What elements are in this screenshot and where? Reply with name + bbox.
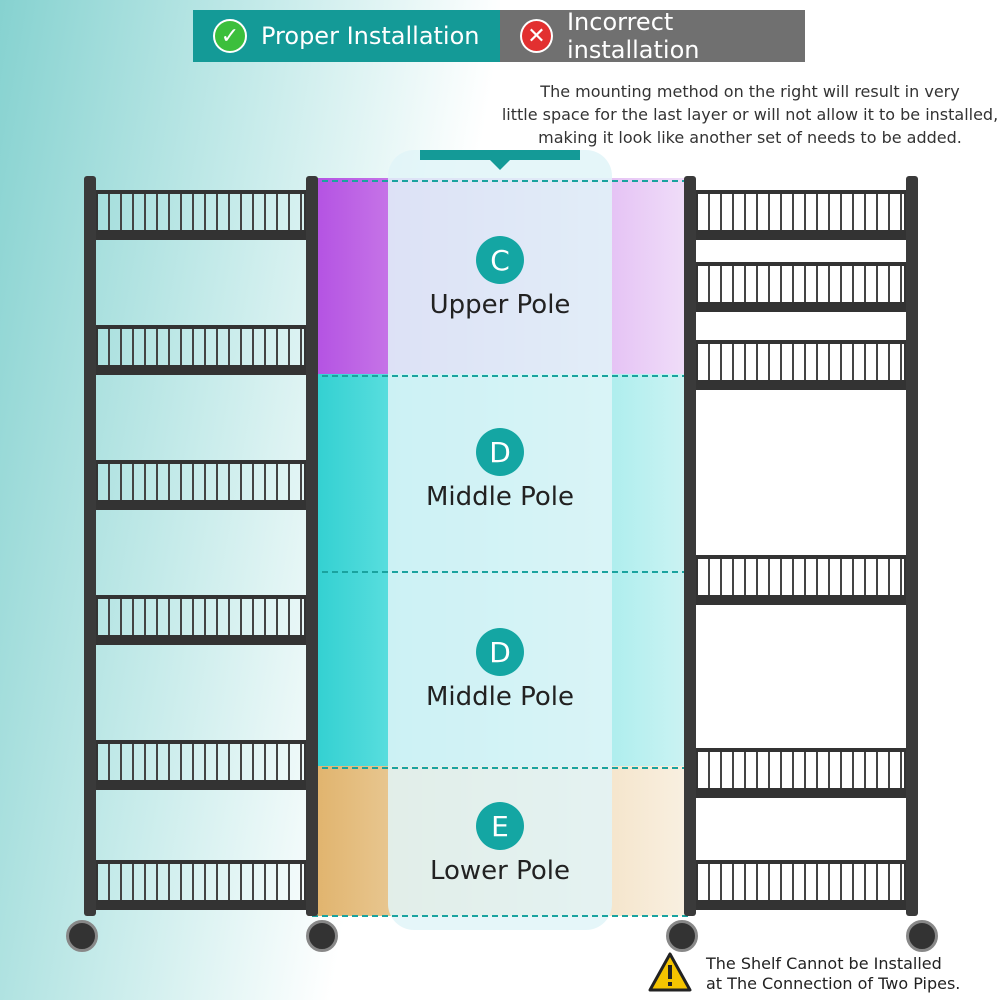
upper-pole-label: Upper Pole: [429, 290, 571, 320]
shelf-tier: [96, 460, 306, 510]
divider-line: [312, 571, 688, 573]
note-line-3: making it look like another set of needs…: [538, 128, 962, 147]
incorrect-installation-header: ✕ Incorrect installation: [500, 8, 805, 64]
shelf-tier: [96, 860, 306, 910]
shelf-tier: [696, 340, 906, 390]
pole-badge-c: C: [476, 236, 524, 284]
shelf-tier: [96, 740, 306, 790]
pole-badge-e: E: [476, 802, 524, 850]
divider-line: [312, 180, 688, 182]
shelf-tier: [96, 325, 306, 375]
note-line-2: little space for the last layer or will …: [501, 105, 999, 124]
warning-text: The Shelf Cannot be Installed at The Con…: [706, 954, 960, 994]
shelf-tier: [696, 748, 906, 798]
card-notch: [420, 150, 580, 160]
mounting-note: The mounting method on the right will re…: [500, 80, 1000, 149]
middle-pole-label: Middle Pole: [425, 482, 575, 512]
shelf-tier: [96, 595, 306, 645]
proper-installation-header: ✓ Proper Installation: [193, 10, 500, 62]
divider-line: [312, 375, 688, 377]
incorrect-installation-label: Incorrect installation: [566, 8, 700, 64]
note-line-1: The mounting method on the right will re…: [540, 82, 960, 101]
shelf-post: [306, 176, 318, 916]
divider-line: [312, 767, 688, 769]
pole-badge-d: D: [476, 628, 524, 676]
shelf-tier: [96, 190, 306, 240]
middle-pole-label: Middle Pole: [425, 682, 575, 712]
caster-wheel: [906, 920, 938, 952]
divider-line: [312, 915, 688, 917]
proper-installation-label: Proper Installation: [261, 22, 480, 50]
x-icon: ✕: [520, 19, 553, 53]
warning-icon: [648, 952, 692, 996]
lower-pole-label: Lower Pole: [429, 856, 571, 886]
check-icon: ✓: [213, 19, 247, 53]
shelf-tier: [696, 190, 906, 240]
shelf-tier: [696, 262, 906, 312]
shelf-post: [84, 176, 96, 916]
shelf-tier: [696, 555, 906, 605]
card-notch-pointer: [490, 160, 510, 170]
caster-wheel: [306, 920, 338, 952]
caster-wheel: [66, 920, 98, 952]
warning-line-1: The Shelf Cannot be Installed: [706, 954, 942, 973]
pole-badge-d: D: [476, 428, 524, 476]
shelf-tier: [696, 860, 906, 910]
caster-wheel: [666, 920, 698, 952]
warning-line-2: at The Connection of Two Pipes.: [706, 974, 961, 993]
shelf-post: [906, 176, 918, 916]
shelf-post: [684, 176, 696, 916]
